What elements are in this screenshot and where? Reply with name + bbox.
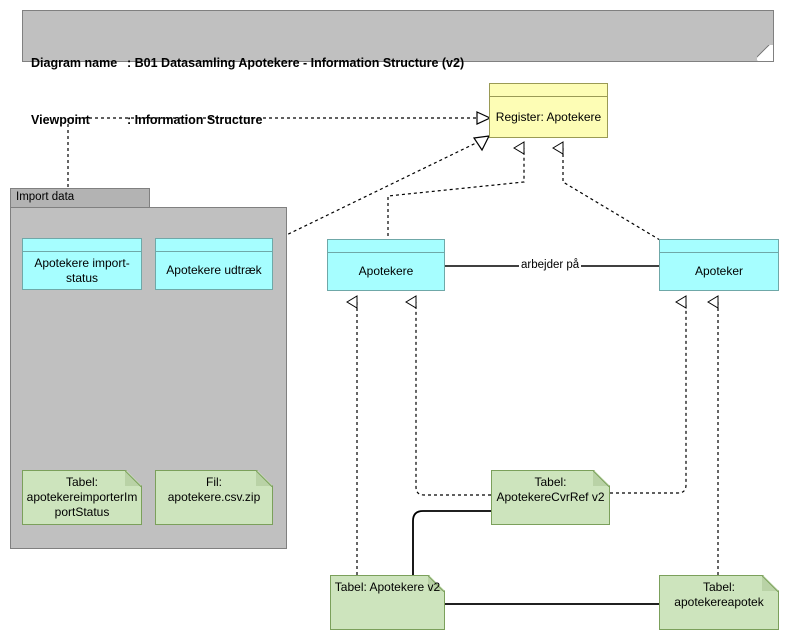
node-label: Fil: apotekere.csv.zip <box>167 475 261 504</box>
node-label: Register: Apotekere <box>495 109 602 124</box>
edge-cvrref-to-apotekere <box>405 295 491 496</box>
node-header-band <box>660 240 778 253</box>
edge-label-arbejder-paa: arbejder på <box>519 259 582 271</box>
edge-apoteker-to-register <box>552 141 661 241</box>
node-header-band <box>490 84 607 97</box>
title-label-diagram-name: Diagram name <box>31 56 118 70</box>
title-value-viewpoint: Information Structure <box>134 113 263 127</box>
note-shape <box>22 470 142 525</box>
title-row-diagram-name: Diagram name: B01 Datasamling Apotekere … <box>31 54 464 73</box>
node-tabel-apotekerecvrref-v2[interactable]: Tabel: ApotekereCvrRef v2 <box>491 470 610 525</box>
node-tabel-apotekere-v2[interactable]: Tabel: Apotekere v2 <box>330 575 445 630</box>
package-tab: Import data <box>10 188 150 208</box>
package-name-label: Import data <box>16 191 75 203</box>
node-header-band <box>328 240 444 253</box>
note-shape <box>659 575 779 630</box>
node-apotekere-udtraek[interactable]: Apotekere udtræk <box>155 238 273 290</box>
title-sep-diagram-name: : <box>127 56 135 70</box>
edge-udtraek-to-register-arrowhead <box>472 135 491 152</box>
note-shape <box>330 575 445 630</box>
node-apotekere[interactable]: Apotekere <box>327 239 445 291</box>
title-value-diagram-name: B01 Datasamling Apotekere - Information … <box>134 56 465 70</box>
node-label: Apoteker <box>694 264 744 278</box>
title-sep-viewpoint: : <box>127 113 135 127</box>
node-header-band <box>23 239 141 252</box>
node-label: Apotekere import-status <box>34 255 130 285</box>
edge-cvrref-to-apoteker <box>610 295 687 494</box>
node-apotekere-import-status[interactable]: Apotekere import-status <box>22 238 142 290</box>
node-label: Tabel: ApotekereCvrRef v2 <box>496 475 605 504</box>
node-header-band <box>156 239 272 252</box>
node-register-apotekere[interactable]: Register: Apotekere <box>489 83 608 138</box>
diagram-title-note: Diagram name: B01 Datasamling Apotekere … <box>22 10 774 127</box>
node-label: Tabel: apotekereapotek <box>674 580 764 609</box>
title-note-fold-corner-icon <box>757 45 773 61</box>
node-label: Apotekere <box>358 264 414 278</box>
diagram-title-text: Diagram name: B01 Datasamling Apotekere … <box>31 16 464 168</box>
node-tabel-apotekereapotek[interactable]: Tabel: apotekereapotek <box>659 575 779 630</box>
note-shape <box>491 470 610 525</box>
title-label-viewpoint: Viewpoint <box>31 113 90 127</box>
node-label: Tabel: Apotekere v2 <box>334 580 441 594</box>
node-fil-apotekere-csv-zip[interactable]: Fil: apotekere.csv.zip <box>155 470 273 525</box>
note-shape <box>155 470 273 525</box>
node-tabel-apotekereimporterimportstatus[interactable]: Tabel: apotekereimporterImportStatus <box>22 470 142 525</box>
title-row-viewpoint: Viewpoint: Information Structure <box>31 111 464 130</box>
node-label: Tabel: apotekereimporterImportStatus <box>26 475 138 519</box>
node-label: Apotekere udtræk <box>166 263 262 277</box>
node-apoteker[interactable]: Apoteker <box>659 239 779 291</box>
